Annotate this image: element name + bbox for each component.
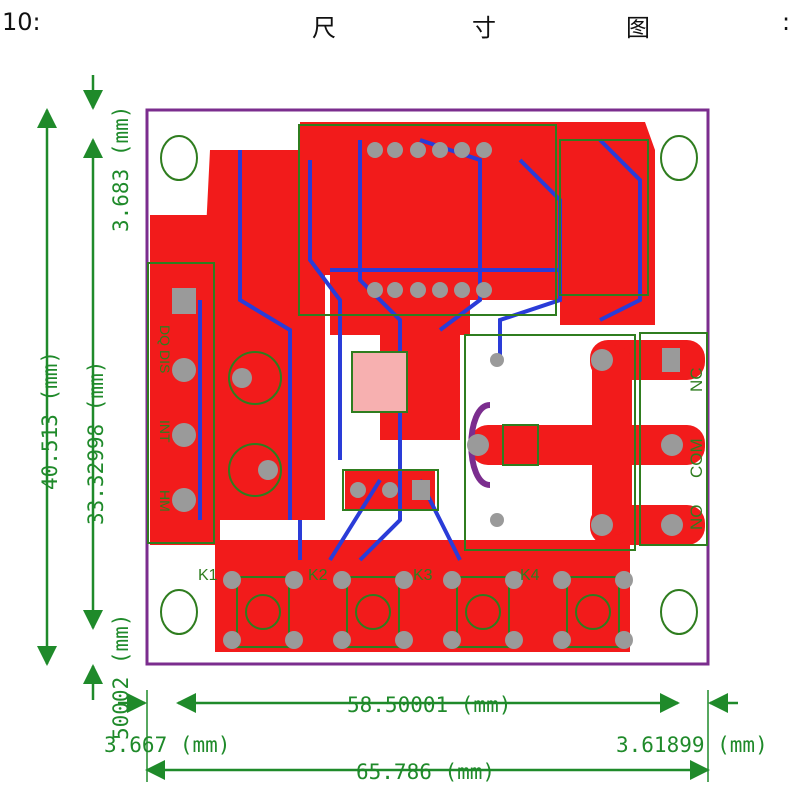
key-label-k4: K4	[520, 567, 540, 584]
mounting-holes	[160, 135, 698, 635]
pin-label-hm: HM	[157, 490, 173, 512]
dim-height-total: 40.513 (mm)	[38, 351, 62, 490]
copper-bottom-traces	[198, 138, 642, 562]
dim-height-inner: 33.32998 (mm)	[84, 361, 108, 525]
key-label-k3: K3	[413, 567, 433, 584]
left-connector-labels: DQ DIS INT HM	[157, 325, 173, 512]
title-colon: :	[782, 8, 791, 36]
dim-width-inner: 58.50001 (mm)	[347, 693, 511, 717]
dim-width-right-margin: 3.61899 (mm)	[616, 733, 768, 757]
title-char-1: 尺	[312, 14, 336, 42]
dim-height-top-margin: 3.683 (mm)	[109, 106, 133, 232]
pads	[172, 142, 683, 649]
relay-labels: NC COM NO	[687, 367, 706, 530]
pin-label-dq: DQ	[157, 325, 173, 346]
key-labels: K1 K2 K3 K4	[198, 567, 540, 584]
pin-label-dis: DIS	[157, 350, 173, 373]
dim-width-total: 65.786 (mm)	[356, 760, 495, 784]
pin-label-int: INT	[157, 420, 173, 443]
dim-width-left-margin: 3.667 (mm)	[104, 733, 230, 757]
relay-label-no: NO	[687, 505, 706, 531]
key-label-k2: K2	[308, 567, 328, 584]
title-char-2: 寸	[472, 14, 496, 42]
copper-top-layer	[150, 122, 705, 652]
relay-label-nc: NC	[687, 367, 706, 392]
page-header: 10: 尺 寸 图 :	[0, 0, 800, 48]
dim-height-bottom-margin: 50002 (mm)	[109, 614, 133, 740]
silkscreen-outlines	[147, 124, 708, 648]
title-char-3: 图	[626, 14, 650, 42]
dimension-labels: 58.50001 (mm) 3.667 (mm) 3.61899 (mm) 65…	[38, 106, 768, 784]
dimension-lines	[37, 75, 738, 782]
relay-label-com: COM	[687, 438, 706, 478]
figure-number: 10:	[2, 8, 41, 36]
mcu-chip	[351, 351, 408, 413]
key-label-k1: K1	[198, 567, 218, 584]
